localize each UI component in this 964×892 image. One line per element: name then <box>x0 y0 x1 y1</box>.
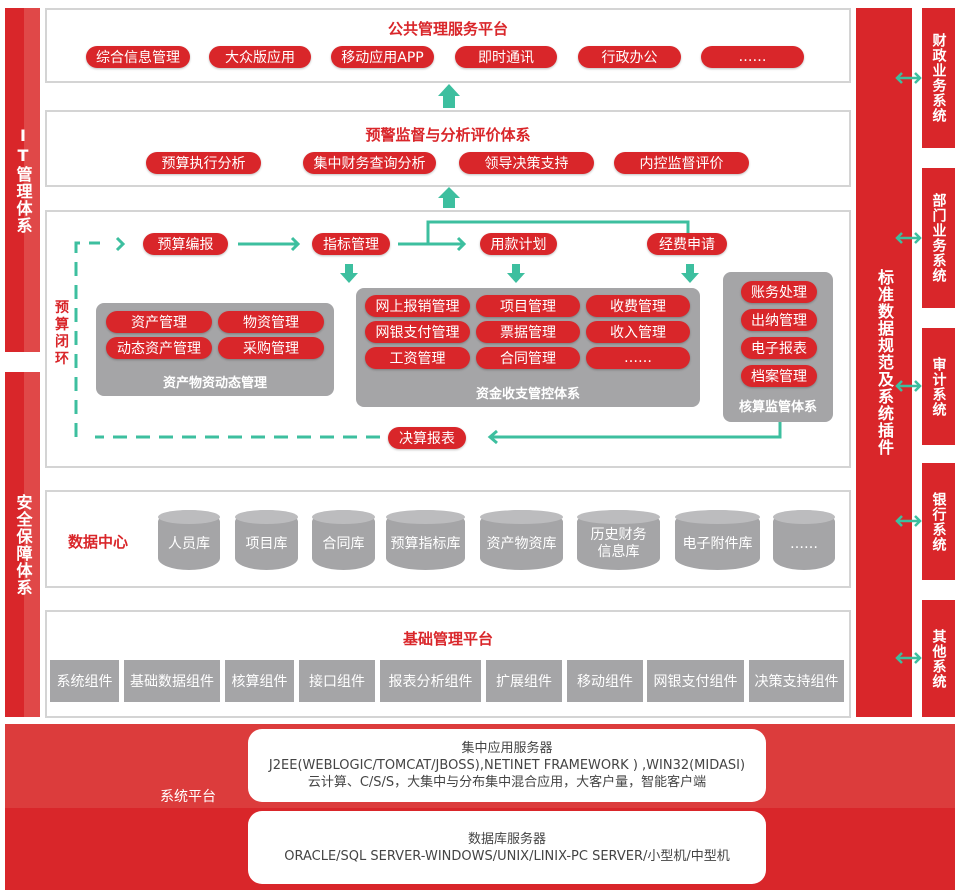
component: 基础数据组件 <box>124 660 220 702</box>
component: 系统组件 <box>50 660 119 702</box>
warning-item: 集中财务查询分析 <box>303 152 436 174</box>
asset-item: 资产管理 <box>106 311 212 333</box>
app-server-box: 集中应用服务器 J2EE(WEBLOGIC/TOMCAT/JBOSS),NETI… <box>248 729 766 802</box>
public-item: …… <box>701 46 804 68</box>
asset-item: 物资管理 <box>218 311 324 333</box>
right-system-label: 审计系统 <box>930 356 947 417</box>
warning-title: 预警监督与分析评价体系 <box>365 126 531 144</box>
double-arrow-icon <box>895 72 922 664</box>
database-cylinder: 预算指标库 <box>386 510 465 570</box>
database-cylinder: 人员库 <box>158 510 220 570</box>
it-management-bar: IT管理体系 <box>5 8 40 352</box>
public-item: 行政办公 <box>578 46 681 68</box>
up-arrow-icon <box>438 84 460 208</box>
right-system-label: 银行系统 <box>930 491 947 552</box>
step-quota: 指标管理 <box>312 233 390 255</box>
db-server-title: 数据库服务器 <box>467 831 546 847</box>
database-label: 人员库 <box>168 535 210 552</box>
database-label: 电子附件库 <box>682 535 753 552</box>
app-server-line: 云计算、C/S/S，大集中与分布集中混合应用，大客户量，智能客户端 <box>307 775 707 790</box>
database-label: 合同库 <box>322 535 365 552</box>
final-report: 决算报表 <box>388 427 466 449</box>
database-cylinder: 电子附件库 <box>675 510 760 570</box>
funds-item: 网上报销管理 <box>365 295 470 317</box>
accounting-item: 账务处理 <box>741 281 817 303</box>
database-label: 历史财务信息库 <box>590 527 647 560</box>
right-system-0: 财政业务系统 <box>922 8 955 148</box>
public-platform-box: 公共管理服务平台 <box>45 8 851 83</box>
database-cylinder: 资产物资库 <box>480 510 563 570</box>
component: 扩展组件 <box>486 660 562 702</box>
app-server-title: 集中应用服务器 <box>461 741 553 756</box>
funds-title: 资金收支管控体系 <box>475 387 580 402</box>
right-system-label: 财政业务系统 <box>930 33 947 123</box>
funds-item: 工资管理 <box>365 347 470 369</box>
right-system-2: 审计系统 <box>922 328 955 445</box>
step-budget-prep: 预算编报 <box>143 233 228 255</box>
public-item: 即时通讯 <box>455 46 557 68</box>
component: 接口组件 <box>299 660 375 702</box>
component: 决策支持组件 <box>749 660 844 702</box>
right-system-3: 银行系统 <box>922 463 955 580</box>
warning-box: 预警监督与分析评价体系 <box>45 110 851 187</box>
accounting-item: 电子报表 <box>741 337 817 359</box>
funds-item: 网银支付管理 <box>365 321 470 343</box>
asset-item: 采购管理 <box>218 337 324 359</box>
database-cylinder: 项目库 <box>235 510 298 570</box>
it-management-label: IT管理体系 <box>13 126 33 234</box>
asset-item: 动态资产管理 <box>106 337 212 359</box>
funds-item: 收费管理 <box>586 295 690 317</box>
component: 核算组件 <box>225 660 294 702</box>
base-platform-title: 基础管理平台 <box>402 630 493 648</box>
funds-item: 合同管理 <box>476 347 580 369</box>
database-cylinder: 历史财务信息库 <box>577 510 660 570</box>
database-cylinder: …… <box>773 510 835 570</box>
database-label: …… <box>790 535 818 552</box>
db-server-line: ORACLE/SQL SERVER-WINDOWS/UNIX/LINIX-PC … <box>284 848 730 864</box>
component: 移动组件 <box>567 660 643 702</box>
right-system-label: 其他系统 <box>930 628 947 689</box>
public-item: 综合信息管理 <box>86 46 190 68</box>
funds-item: 项目管理 <box>476 295 580 317</box>
warning-item: 内控监督评价 <box>614 152 749 174</box>
warning-item: 预算执行分析 <box>146 152 261 174</box>
standard-bar: 标准数据规范及系统插件 <box>856 8 912 717</box>
funds-item: 收入管理 <box>586 321 690 343</box>
budget-loop-label: 预算闭环 <box>53 300 71 368</box>
component: 网银支付组件 <box>647 660 744 702</box>
right-system-4: 其他系统 <box>922 600 955 717</box>
component: 报表分析组件 <box>380 660 481 702</box>
security-label: 安全保障体系 <box>13 493 33 596</box>
database-cylinder: 合同库 <box>312 510 375 570</box>
asset-title: 资产物资动态管理 <box>162 376 267 391</box>
database-label: 预算指标库 <box>390 535 461 552</box>
security-bar: 安全保障体系 <box>5 372 40 717</box>
app-server-line: J2EE(WEBLOGIC/TOMCAT/JBOSS),NETINET FRAM… <box>268 758 746 773</box>
step-plan: 用款计划 <box>480 233 557 255</box>
public-item: 大众版应用 <box>209 46 311 68</box>
accounting-item: 档案管理 <box>741 365 817 387</box>
funds-item: …… <box>586 347 690 369</box>
accounting-title: 核算监管体系 <box>738 400 817 415</box>
public-item: 移动应用APP <box>331 46 434 68</box>
right-system-1: 部门业务系统 <box>922 168 955 308</box>
accounting-item: 出纳管理 <box>741 309 817 331</box>
public-platform-title: 公共管理服务平台 <box>387 20 508 38</box>
right-system-label: 部门业务系统 <box>930 193 947 283</box>
system-platform-label: 系统平台 <box>160 789 216 805</box>
database-label: 项目库 <box>245 535 288 552</box>
step-expense: 经费申请 <box>647 233 727 255</box>
data-center-title: 数据中心 <box>68 533 129 551</box>
db-server-box: 数据库服务器 ORACLE/SQL SERVER-WINDOWS/UNIX/LI… <box>248 811 766 884</box>
warning-item: 领导决策支持 <box>459 152 594 174</box>
standard-label: 标准数据规范及系统插件 <box>875 269 894 456</box>
down-arrow-icon <box>340 264 699 283</box>
database-label: 资产物资库 <box>486 535 557 552</box>
funds-item: 票据管理 <box>476 321 580 343</box>
